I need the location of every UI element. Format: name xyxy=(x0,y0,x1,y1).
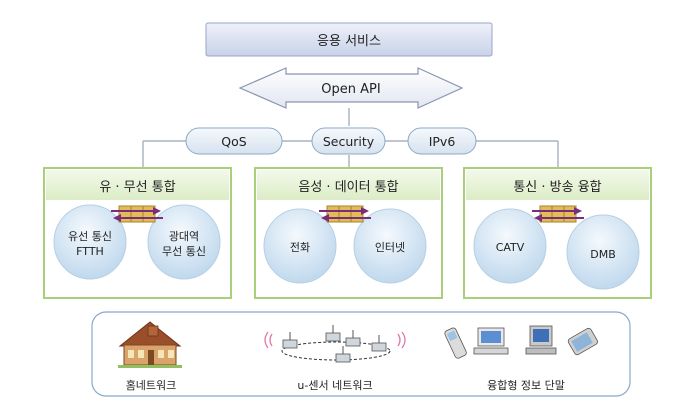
bottom-panel: 홈네트워크 u-센서 네트워크 xyxy=(91,311,631,397)
group-telecom-broadcast: 통신 · 방송 융합 CATV DMB xyxy=(463,167,652,299)
group-title: 음성 · 데이터 통합 xyxy=(298,180,398,195)
open-api-label: Open API xyxy=(321,82,380,97)
feature-pill-ipv6: IPv6 xyxy=(407,127,477,155)
house-icon xyxy=(118,321,182,368)
exchange-arrows-icon xyxy=(532,205,584,223)
feature-label: Security xyxy=(323,134,375,149)
circle-label-line2: FTTH xyxy=(76,245,104,258)
open-api-arrow: Open API xyxy=(238,67,464,109)
circle-label: DMB xyxy=(590,248,616,261)
feature-pill-qos: QoS xyxy=(185,127,283,155)
circle-label-line2: 무선 통신 xyxy=(162,245,206,258)
feature-pill-security: Security xyxy=(311,127,386,155)
bottom-label: u-센서 네트워크 xyxy=(297,379,372,392)
circle-label: 전화 xyxy=(290,241,310,254)
circle-label: 인터넷 xyxy=(375,241,405,254)
connector-lines xyxy=(142,108,559,168)
group-wired-wireless: 유 · 무선 통합 유선 통신 FTTH 광대역 무선 통신 xyxy=(43,167,232,299)
bottom-label: 융합형 정보 단말 xyxy=(487,379,565,392)
devices-icon xyxy=(444,325,598,359)
feature-label: IPv6 xyxy=(429,134,456,149)
group-voice-data: 음성 · 데이터 통합 전화 인터넷 xyxy=(254,167,443,299)
circle-label-line1: 유선 통신 xyxy=(68,230,112,243)
bottom-label: 홈네트워크 xyxy=(126,378,177,392)
exchange-arrows-icon xyxy=(111,205,163,223)
top-service-box: 응용 서비스 xyxy=(205,22,493,57)
sensor-network-icon xyxy=(264,325,406,363)
exchange-arrows-icon xyxy=(319,205,371,223)
group-title: 유 · 무선 통합 xyxy=(99,180,175,195)
circle-label-line1: 광대역 xyxy=(169,230,199,243)
group-title: 통신 · 방송 융합 xyxy=(513,180,601,195)
feature-label: QoS xyxy=(221,134,246,149)
top-service-label: 응용 서비스 xyxy=(317,34,381,49)
circle-label: CATV xyxy=(496,241,525,254)
